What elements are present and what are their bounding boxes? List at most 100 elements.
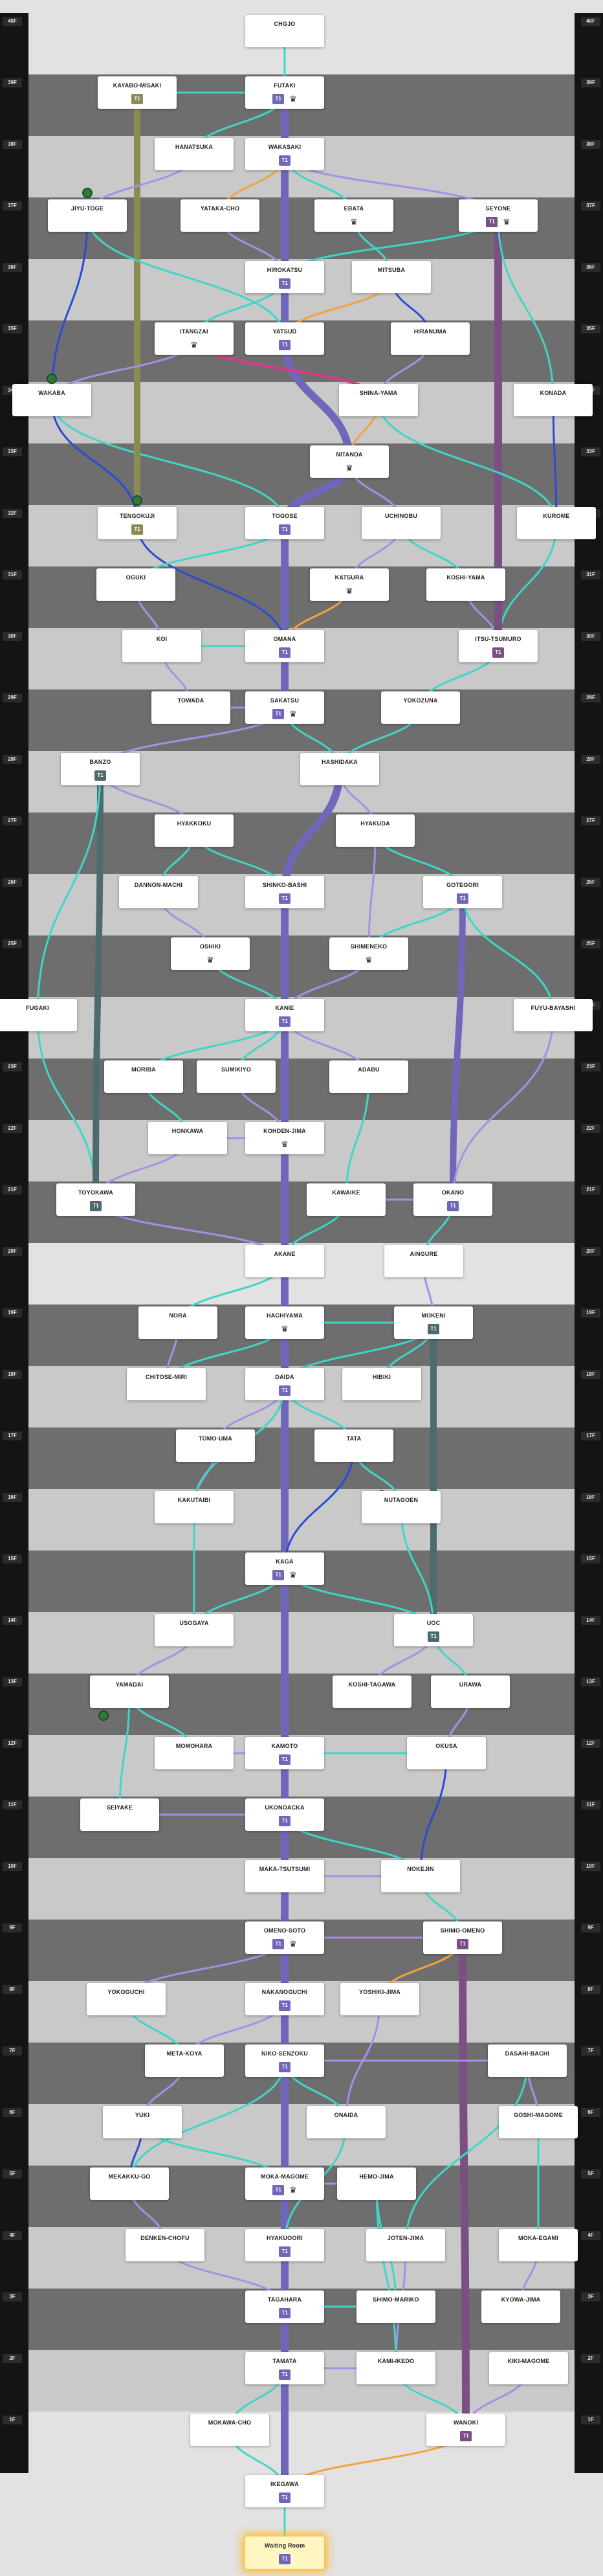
station-node[interactable]: URAWA xyxy=(431,1675,510,1708)
station-node[interactable]: MAKA-TSUTSUMI xyxy=(245,1860,324,1892)
station-node[interactable]: SUMIKIYO xyxy=(197,1060,276,1093)
station-node[interactable]: ADABU xyxy=(329,1060,408,1093)
station-node[interactable]: KAMI-IKEDO xyxy=(356,2352,435,2384)
station-node[interactable]: UCHINOBU xyxy=(362,507,441,539)
station-node[interactable]: KOI xyxy=(122,630,201,662)
station-node[interactable]: HIRANUMA xyxy=(391,322,470,355)
station-node[interactable]: MEKAKKU-GO xyxy=(90,2167,169,2200)
station-node[interactable]: KAWAIKE xyxy=(307,1183,386,1216)
station-node[interactable]: SHIMO-MARIKO xyxy=(356,2290,435,2323)
station-node[interactable]: CHITOSE-MIRI xyxy=(127,1368,206,1400)
station-node[interactable]: MOKAWA-CHO xyxy=(190,2414,269,2446)
station-node[interactable]: NOKEJIN xyxy=(381,1860,460,1892)
station-node[interactable]: NITANDA♛ xyxy=(310,445,389,478)
station-node[interactable]: MOKA-EGAMI xyxy=(499,2229,578,2261)
station-node[interactable]: OKUSA xyxy=(407,1737,486,1769)
station-node[interactable]: KUROME xyxy=(517,507,596,539)
station-node[interactable]: HYAKUDA xyxy=(336,814,415,847)
station-node[interactable]: TATA xyxy=(314,1429,393,1462)
station-node[interactable]: KIKI-MAGOME xyxy=(489,2352,568,2384)
station-node[interactable]: DASAHI-BACHI xyxy=(488,2044,567,2077)
station-node[interactable]: NORA xyxy=(138,1306,217,1339)
station-node[interactable]: JOTEN-JIMA xyxy=(366,2229,445,2261)
station-node[interactable]: KONADA xyxy=(514,384,593,416)
station-node[interactable]: HANATSUKA xyxy=(155,138,234,170)
station-node[interactable]: ITANGZAI♛ xyxy=(155,322,234,355)
station-node[interactable]: SHIMENEKO♛ xyxy=(329,937,408,970)
station-node[interactable]: CHGJO xyxy=(245,15,324,47)
station-node[interactable]: MORIBA xyxy=(104,1060,183,1093)
station-node[interactable]: KYOWA-JIMA xyxy=(481,2290,560,2323)
station-node[interactable]: YATAKA-CHO xyxy=(181,199,259,232)
station-node[interactable]: ONAIDA xyxy=(307,2106,386,2138)
station-node[interactable]: JIYU-TOGE xyxy=(48,199,127,232)
station-node[interactable]: TOMO-UMA xyxy=(176,1429,255,1462)
station-node[interactable]: META-KOYA xyxy=(145,2044,224,2077)
station-node[interactable]: OGUKI xyxy=(96,568,175,601)
station-node[interactable]: NUTAGOEN xyxy=(362,1491,441,1523)
station-node[interactable]: YAMADAI xyxy=(90,1675,169,1708)
station-node[interactable]: USOGAYA xyxy=(155,1614,234,1646)
station-node[interactable]: KOHDEN-JIMA♛ xyxy=(245,1122,324,1154)
station-node[interactable]: FUYU-BAYASHI xyxy=(514,999,593,1031)
station-node[interactable]: TOWADA xyxy=(151,691,230,724)
station-node[interactable]: HIBIKI xyxy=(342,1368,421,1400)
station-node[interactable]: HEMO-JIMA xyxy=(337,2167,416,2200)
station-node[interactable]: DANNON-MACHI xyxy=(119,876,198,908)
station-node[interactable]: GOSHI-MAGOME xyxy=(499,2106,578,2138)
station-node[interactable]: YUKI xyxy=(103,2106,182,2138)
station-node[interactable]: KAKUTAIBI xyxy=(155,1491,234,1523)
station-node[interactable]: HASHIDAKA xyxy=(300,753,379,785)
station-node[interactable]: OSHIKI♛ xyxy=(171,937,250,970)
station-node[interactable]: FUGAKI xyxy=(0,999,77,1031)
station-node[interactable]: SEIYAKE xyxy=(80,1798,159,1831)
station-node[interactable]: MOMOHARA xyxy=(155,1737,234,1769)
station-node[interactable]: YOKOGUCHI xyxy=(87,1983,166,2015)
station-node[interactable]: HACHIYAMA♛ xyxy=(245,1306,324,1339)
station-node[interactable]: KOSHI-TAGAWA xyxy=(333,1675,411,1708)
station-node[interactable]: HONKAWA xyxy=(148,1122,227,1154)
station-node[interactable]: HYAKKOKU xyxy=(155,814,234,847)
station-node[interactable]: YOKOZUNA xyxy=(381,691,460,724)
station-node[interactable]: KATSURA♛ xyxy=(310,568,389,601)
station-node[interactable]: YOSHIKI-JIMA xyxy=(340,1983,419,2015)
station-node[interactable]: SHINA-YAMA xyxy=(339,384,418,416)
station-node[interactable]: KOSHI-YAMA xyxy=(426,568,505,601)
station-node[interactable]: AKANE xyxy=(245,1245,324,1277)
station-node[interactable]: MITSUBA xyxy=(352,261,431,293)
station-node[interactable]: EBATA♛ xyxy=(314,199,393,232)
